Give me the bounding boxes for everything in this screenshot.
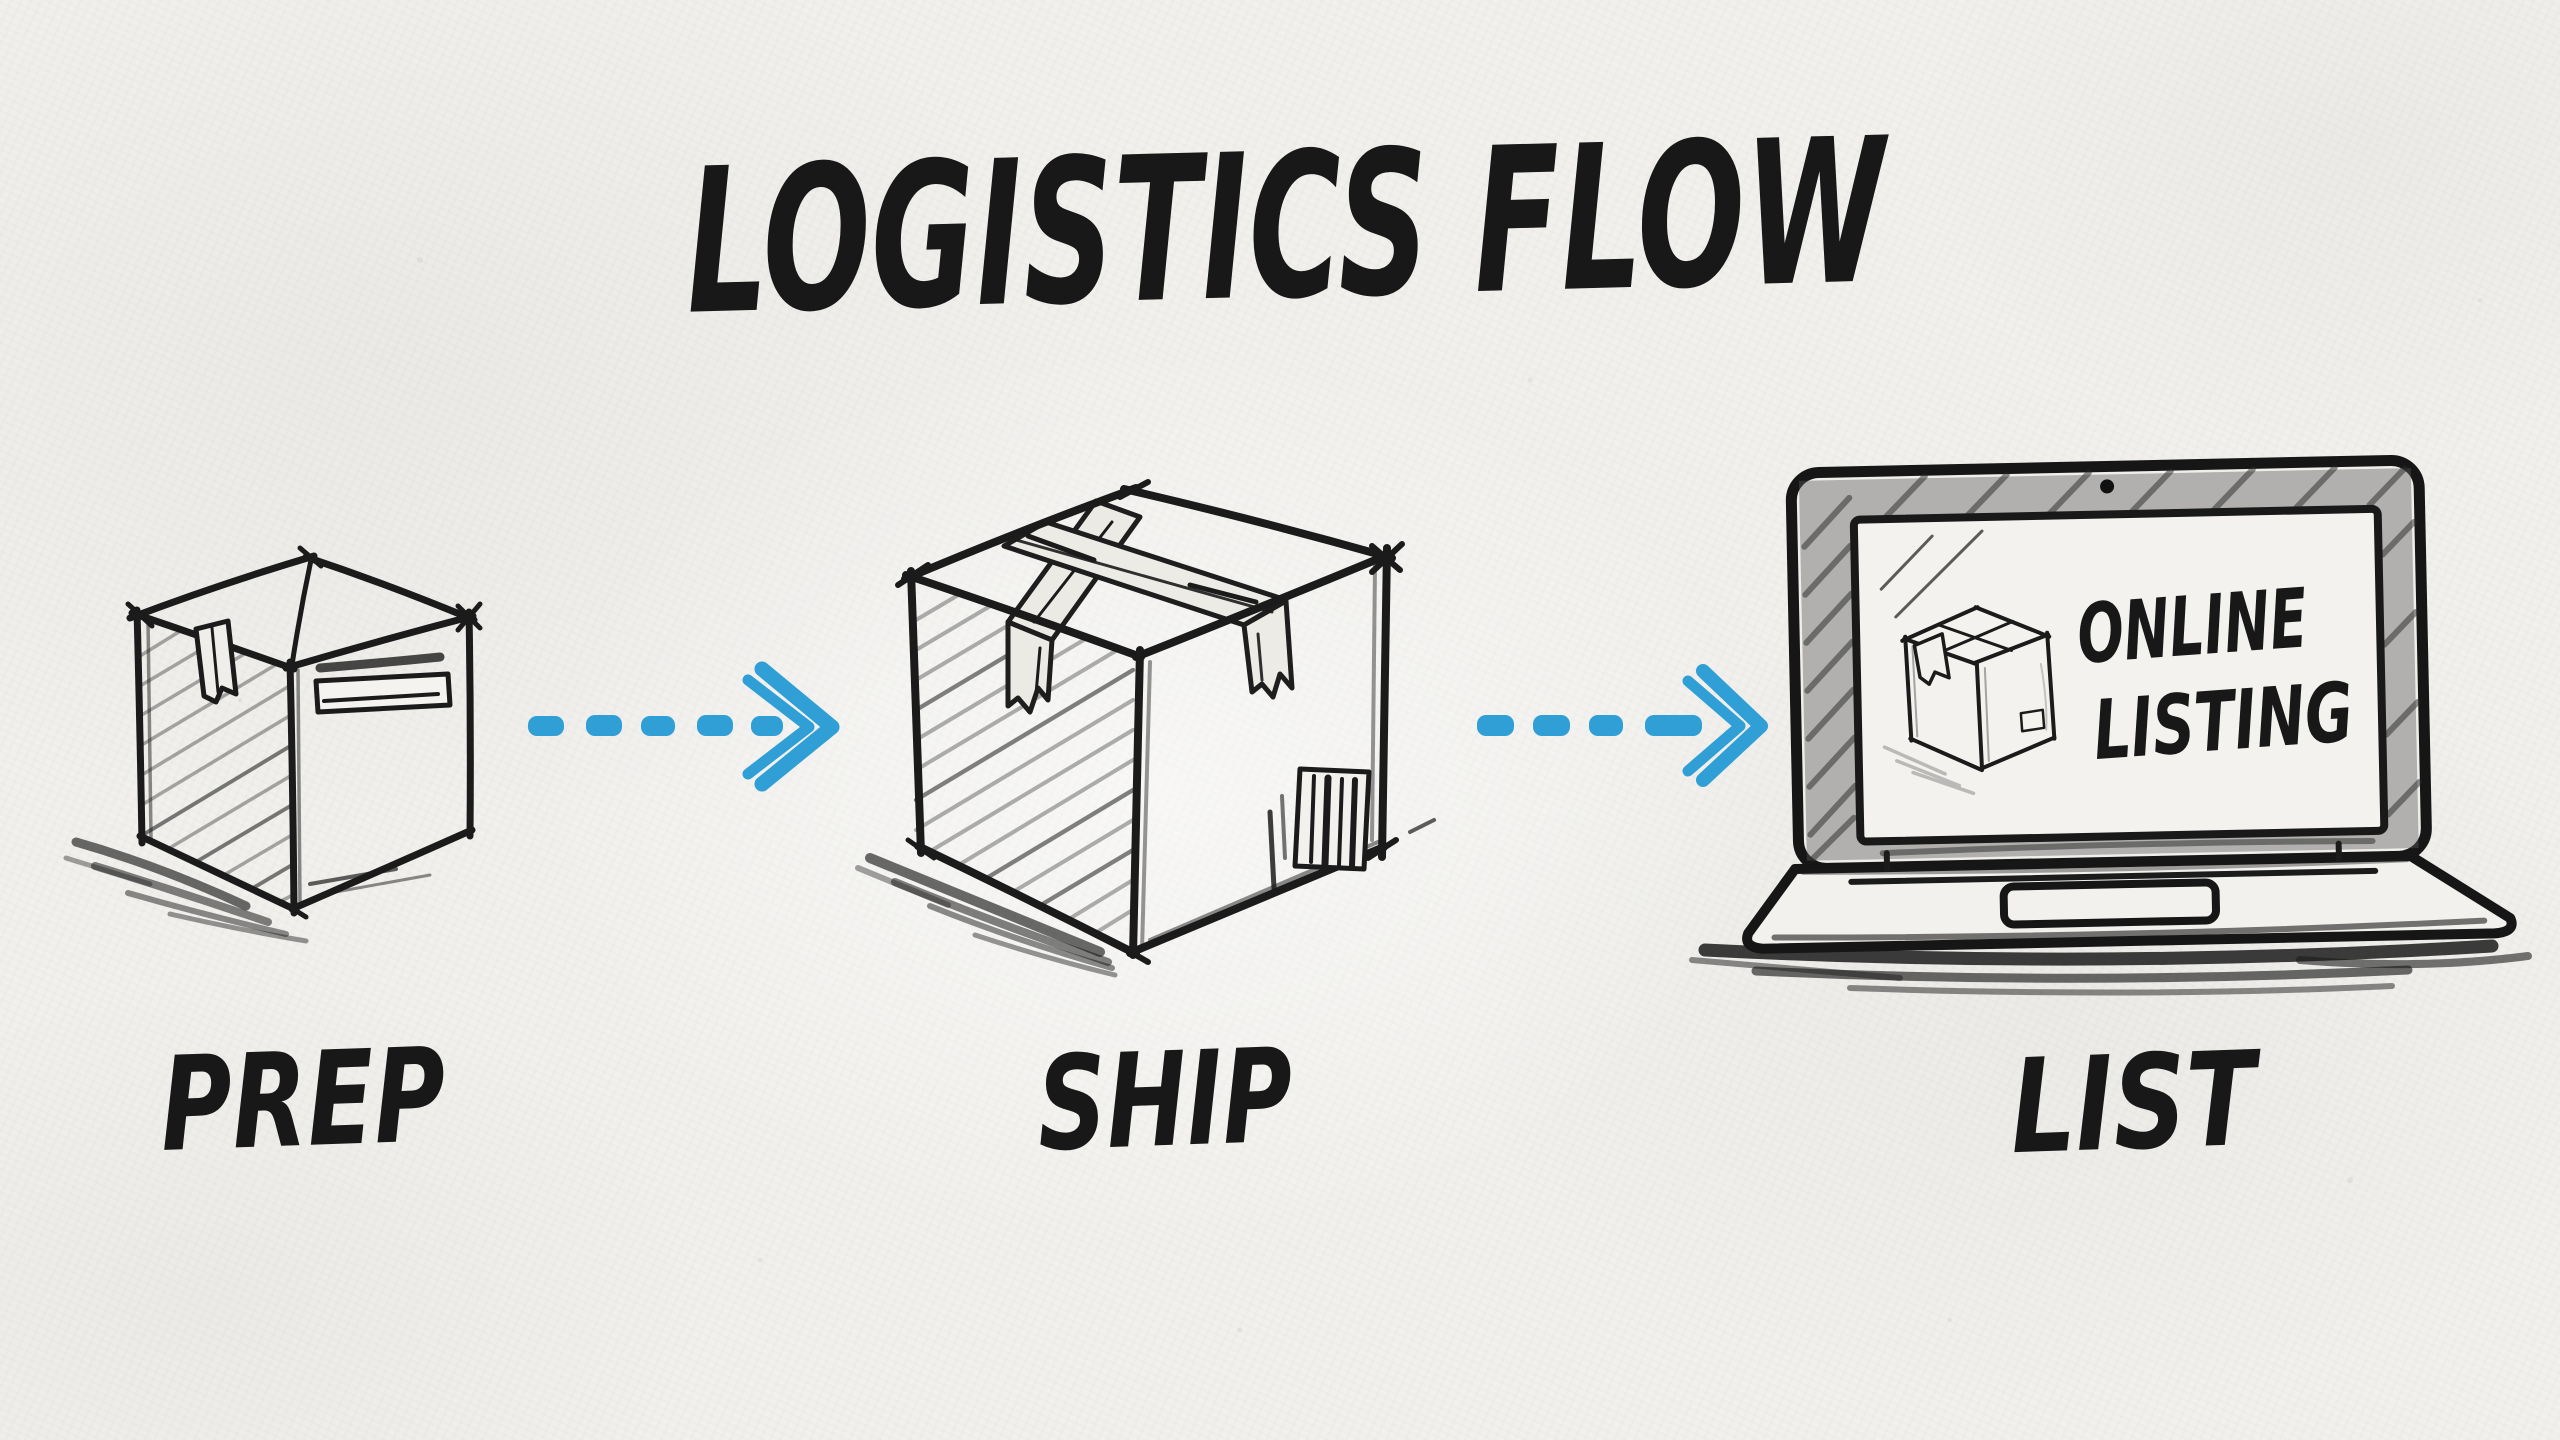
arrow-prep-to-ship [528, 661, 840, 792]
arrow-head-inner [1682, 675, 1746, 777]
arrow-dash [1589, 715, 1623, 736]
arrow-dash [1477, 715, 1514, 736]
screen-text-line2: LISTING [2090, 665, 2356, 779]
arrow-dash [641, 716, 675, 736]
webcam-icon [2100, 479, 2115, 494]
arrow-head-inner [742, 674, 815, 780]
screen-box-tape [1912, 632, 1951, 686]
prep-box-detail-line2 [328, 873, 432, 895]
laptop-icon: ONLINE LISTING [1742, 454, 2517, 954]
ship-box-shadow [855, 853, 1118, 978]
laptop-shadow [1689, 939, 2532, 996]
ship-box-hatching [914, 592, 1135, 934]
hinge-marks [1883, 840, 2342, 873]
screen-glare [1879, 529, 1984, 619]
trackpad [1999, 878, 2221, 929]
arrow-head-icon [1696, 664, 1768, 787]
online-listing-text: ONLINE LISTING [2074, 571, 2356, 779]
diagram-title: LOGISTICS FLOW [683, 95, 1894, 359]
keyboard-edge-line [1848, 867, 2379, 885]
ship-box-icon [855, 479, 1436, 978]
step-label-prep: PREP [158, 1019, 448, 1181]
laptop-bezel-hatching [1801, 464, 2423, 862]
prep-box-tape [193, 618, 239, 705]
paper-specks [238, 257, 2482, 1333]
prep-box-edges [125, 545, 483, 920]
ship-box-barcode [1267, 766, 1372, 891]
arrow-head-icon [754, 661, 840, 792]
prep-box-icon [63, 545, 483, 944]
screen-box-label [2019, 708, 2046, 733]
step-label-ship: SHIP [1035, 1020, 1295, 1181]
screen-box-shadow [1882, 745, 1976, 796]
arrow-dash [697, 715, 733, 736]
page-title: LOGISTICS FLOW [683, 95, 1894, 359]
ship-box-edges [895, 479, 1436, 965]
screen-box-icon [1882, 605, 2057, 796]
arrow-dash [1645, 715, 1702, 736]
arrow-dash [1533, 715, 1570, 736]
prep-box-hatching-dark [139, 743, 294, 890]
arrow-dash [586, 715, 622, 736]
arrow-dash [528, 716, 564, 736]
step-label-list: LIST [2008, 1023, 2265, 1184]
arrow-dash [751, 716, 783, 736]
ship-box-hatching-dark [913, 624, 1136, 908]
screen-text-line1: ONLINE [2074, 571, 2310, 683]
prep-box-shadow [63, 837, 309, 944]
prep-box-detail-line [308, 867, 398, 886]
laptop-screen [1849, 504, 2389, 846]
arrow-ship-to-list [1477, 664, 1768, 787]
laptop-base [1742, 840, 2517, 954]
prep-box-label [313, 652, 453, 715]
